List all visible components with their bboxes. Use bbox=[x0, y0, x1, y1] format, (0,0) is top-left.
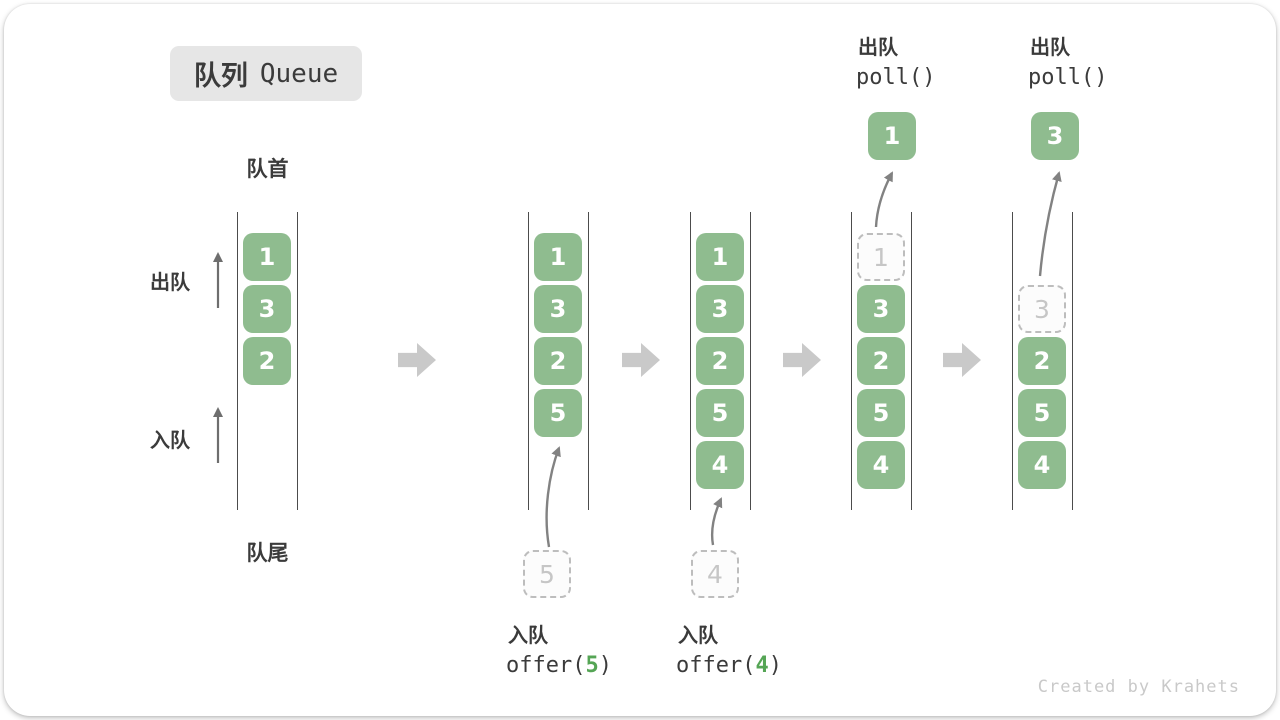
queue-cell: 2 bbox=[534, 337, 582, 385]
queue-state-4: 1 3 2 5 4 bbox=[851, 212, 912, 510]
queue-cell: 2 bbox=[696, 337, 744, 385]
queue-cell: 1 bbox=[243, 233, 291, 281]
queue-cell: 2 bbox=[857, 337, 905, 385]
enqueue-4-code: offer(4) bbox=[676, 653, 782, 678]
queue-cell: 3 bbox=[696, 285, 744, 333]
dequeue-3-label: 出队 bbox=[1030, 37, 1070, 59]
queue-cell-removed: 3 bbox=[1018, 285, 1066, 333]
queue-state-1: 1 3 2 bbox=[237, 212, 298, 510]
title-box: 队列 Queue bbox=[170, 46, 362, 101]
dequeue-side-label: 出队 bbox=[150, 272, 190, 294]
queue-cell: 5 bbox=[534, 389, 582, 437]
enqueue-5-label: 入队 bbox=[508, 625, 548, 647]
queue-state-3: 1 3 2 5 4 bbox=[690, 212, 751, 510]
watermark: Created by Krahets bbox=[1037, 677, 1240, 697]
code-arg: 4 bbox=[755, 653, 769, 678]
queue-cell: 5 bbox=[1018, 389, 1066, 437]
queue-cell: 2 bbox=[243, 337, 291, 385]
queue-state-2: 1 3 2 5 bbox=[528, 212, 589, 510]
code-arg: 5 bbox=[585, 653, 599, 678]
pending-value-box: 5 bbox=[523, 550, 571, 598]
dequeue-1-code: poll() bbox=[856, 65, 936, 90]
queue-cell: 3 bbox=[243, 285, 291, 333]
enqueue-4-label: 入队 bbox=[678, 625, 718, 647]
queue-cell: 4 bbox=[1018, 441, 1066, 489]
code-text: ) bbox=[598, 653, 612, 678]
queue-cell: 5 bbox=[857, 389, 905, 437]
code-text: ) bbox=[768, 653, 782, 678]
queue-state-5: 3 2 5 4 bbox=[1012, 212, 1073, 510]
dequeue-1-label: 出队 bbox=[858, 37, 898, 59]
queue-cell: 1 bbox=[534, 233, 582, 281]
title-zh: 队列 bbox=[193, 61, 248, 91]
polled-value-box: 1 bbox=[868, 112, 916, 160]
queue-cell: 1 bbox=[696, 233, 744, 281]
queue-cell: 4 bbox=[857, 441, 905, 489]
queue-front-label: 队首 bbox=[246, 158, 289, 181]
code-text: offer( bbox=[506, 653, 586, 678]
code-text: offer( bbox=[676, 653, 756, 678]
queue-cell: 2 bbox=[1018, 337, 1066, 385]
queue-cell: 3 bbox=[534, 285, 582, 333]
enqueue-side-label: 入队 bbox=[150, 430, 190, 452]
queue-cell: 5 bbox=[696, 389, 744, 437]
queue-cell: 3 bbox=[857, 285, 905, 333]
queue-rear-label: 队尾 bbox=[246, 542, 289, 565]
title-en: Queue bbox=[259, 58, 339, 89]
queue-cell: 4 bbox=[696, 441, 744, 489]
pending-value-box: 4 bbox=[691, 550, 739, 598]
polled-value-box: 3 bbox=[1031, 112, 1079, 160]
enqueue-5-code: offer(5) bbox=[506, 653, 612, 678]
queue-cell-removed: 1 bbox=[857, 233, 905, 281]
dequeue-3-code: poll() bbox=[1028, 65, 1108, 90]
